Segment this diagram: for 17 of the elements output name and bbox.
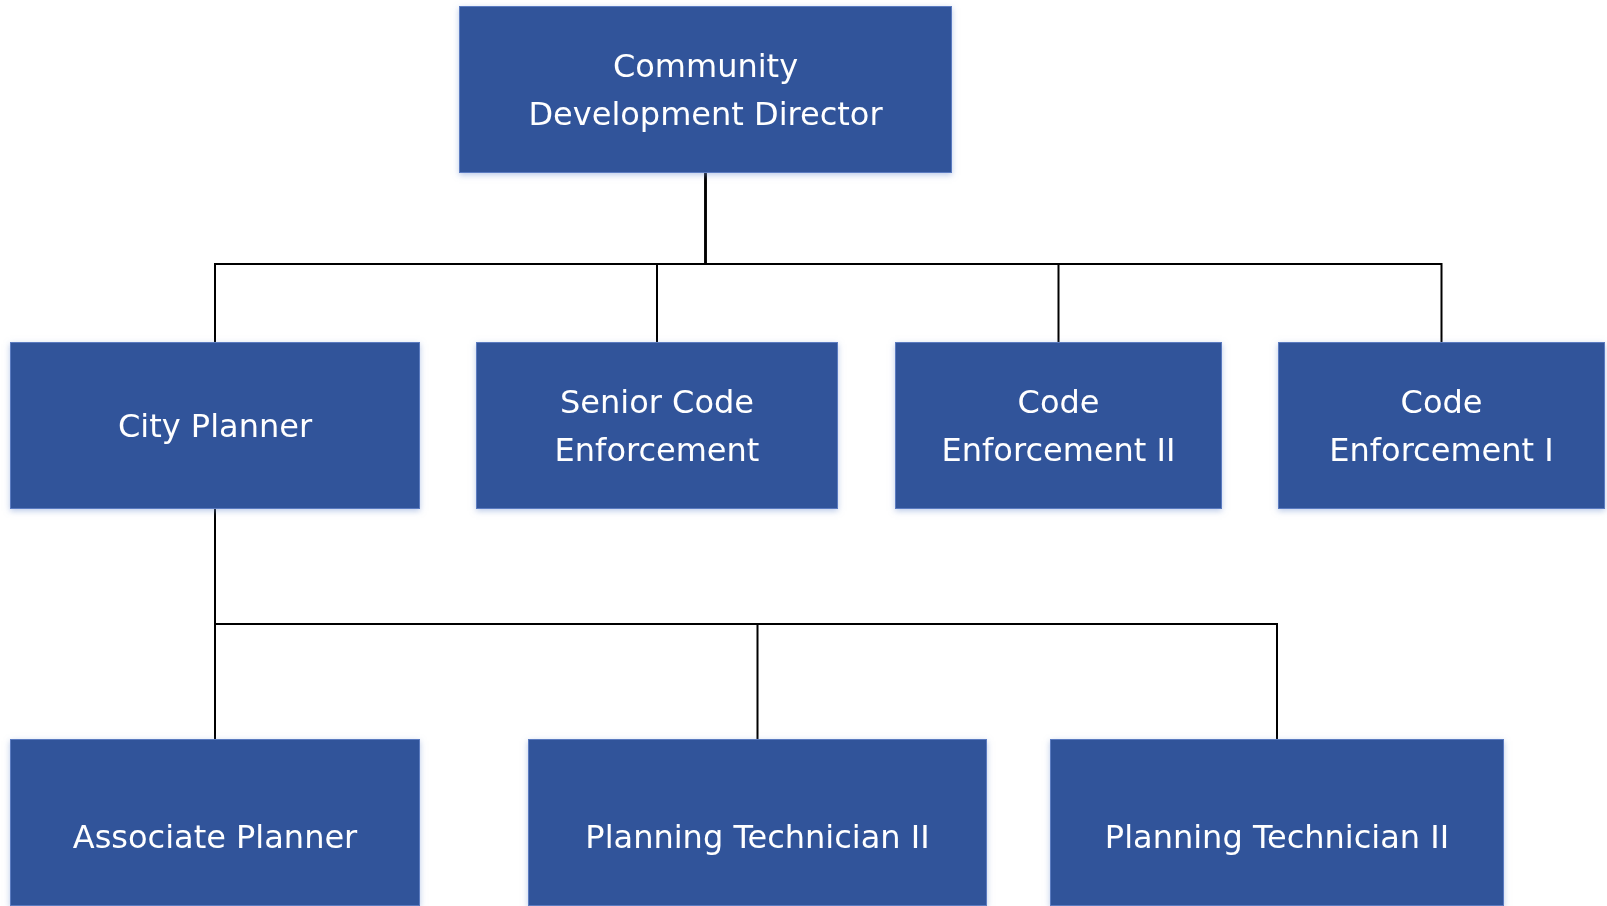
position-box [1050,739,1504,906]
position-box [459,6,952,173]
position-box [1278,342,1605,509]
position-box [528,739,987,906]
position-title: Associate Planner [72,816,358,858]
position-box [10,739,420,906]
position-title: Planning Technician II [585,816,930,858]
position-title: Code Enforcement II [940,381,1177,471]
connector-line [704,172,1443,343]
position-box [10,342,420,509]
position-box [476,342,838,509]
position-title: Code Enforcement I [1328,381,1555,471]
position-title: Community Development Director [527,45,884,135]
position-title: Planning Technician II [1104,816,1450,858]
position-title: Senior Code Enforcement [553,381,761,471]
position-title: City Planner [117,405,313,447]
position-box [895,342,1222,509]
